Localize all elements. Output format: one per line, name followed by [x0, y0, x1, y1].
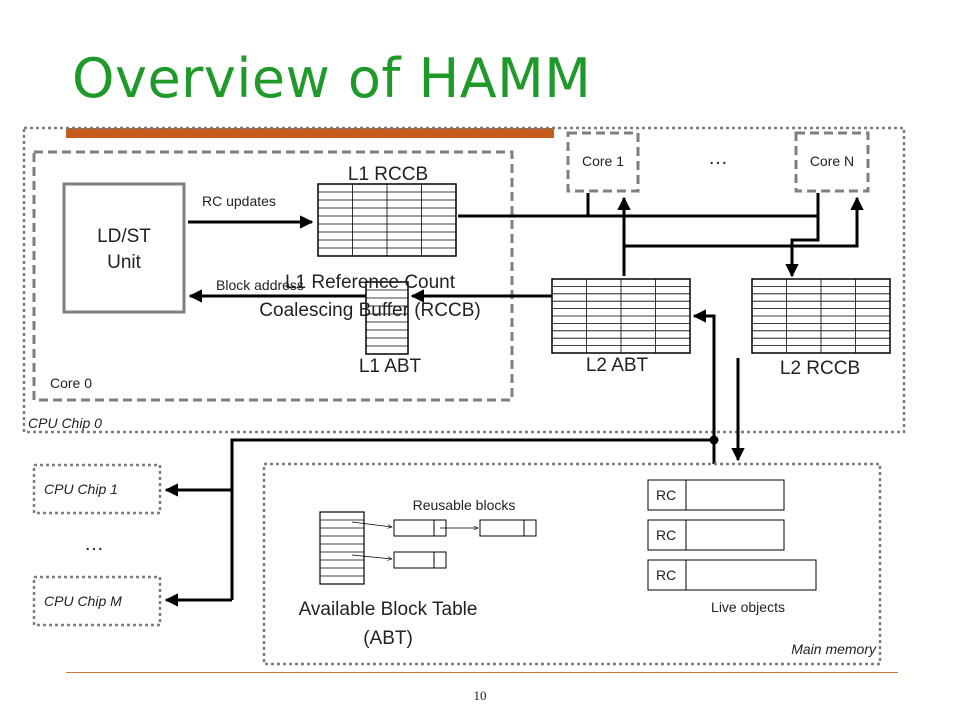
- reusable-blocks: [393, 519, 537, 569]
- cpu-chipm-label: CPU Chip M: [44, 593, 122, 609]
- l1-abt-table: [365, 281, 409, 355]
- coren-to-l2rccb: [785, 193, 820, 278]
- abt-caption-line1: Available Block Table: [299, 599, 478, 620]
- l2-rccb-label: L2 RCCB: [780, 358, 860, 379]
- interconnect-lines: [164, 193, 864, 607]
- l1-rccb-table: [317, 183, 457, 257]
- cores-ellipsis: …: [708, 147, 728, 169]
- chips-ellipsis: …: [84, 533, 104, 555]
- page-number: 10: [473, 688, 487, 703]
- main-memory-region: [262, 462, 882, 666]
- page-title: Overview of HAMM: [72, 47, 592, 110]
- live-object-3: [647, 559, 817, 591]
- rc-label-2: RC: [656, 527, 676, 543]
- l2-rccb-table: [751, 278, 891, 354]
- title-accent-bar: [66, 128, 554, 138]
- live-object-1: [647, 479, 785, 511]
- cpu-chip1-label: CPU Chip 1: [44, 481, 118, 497]
- ld-st-unit-box: [62, 182, 186, 314]
- cpu-chipm-box: [32, 575, 162, 627]
- coren-label: Core N: [810, 153, 854, 169]
- rc-updates-label: RC updates: [202, 193, 276, 209]
- rc-label-1: RC: [656, 487, 676, 503]
- reusable-blocks-label: Reusable blocks: [413, 497, 516, 513]
- bus-junction-dot: [709, 435, 719, 445]
- rccb-caption-line2: Coalescing Buffer (RCCB): [259, 300, 480, 321]
- rc-label-3: RC: [656, 567, 676, 583]
- coren-box: [794, 131, 870, 193]
- main-memory-abt-table: [319, 511, 365, 585]
- core0-region: [32, 150, 514, 402]
- memory-to-l2abt: [692, 309, 716, 464]
- abt-caption-line2: (ABT): [363, 628, 413, 649]
- live-object-2: [647, 519, 785, 551]
- reusable-block-2: [479, 519, 537, 537]
- ld-st-unit-label-line2: Unit: [107, 252, 142, 273]
- l1-rccb-label: L1 RCCB: [348, 164, 428, 185]
- live-objects-label: Live objects: [711, 599, 785, 615]
- cpu-chip0-region: [22, 126, 906, 434]
- to-coren-arrow: [624, 196, 864, 248]
- cpu-chip1-box: [32, 463, 162, 515]
- l1-abt-label: L1 ABT: [359, 356, 422, 377]
- rccb-caption-line1: L1 Reference Count: [285, 272, 456, 293]
- ld-st-unit-label: LD/ST: [97, 226, 151, 247]
- reusable-block-3: [393, 551, 447, 569]
- chip-bus-line: [230, 438, 714, 600]
- reusable-block-1: [393, 519, 447, 537]
- live-objects: [647, 479, 817, 591]
- core1-box: [566, 131, 640, 193]
- block-address-label: Block address: [216, 277, 304, 293]
- core1-label: Core 1: [582, 153, 624, 169]
- l2-abt-label: L2 ABT: [586, 355, 649, 376]
- reusable-block-pointers: [351, 521, 478, 559]
- main-memory-label: Main memory: [791, 641, 877, 657]
- l2-abt-table: [551, 278, 691, 354]
- footer-divider: [66, 672, 898, 673]
- cpu-chip0-label: CPU Chip 0: [28, 415, 102, 431]
- core0-label: Core 0: [50, 375, 92, 391]
